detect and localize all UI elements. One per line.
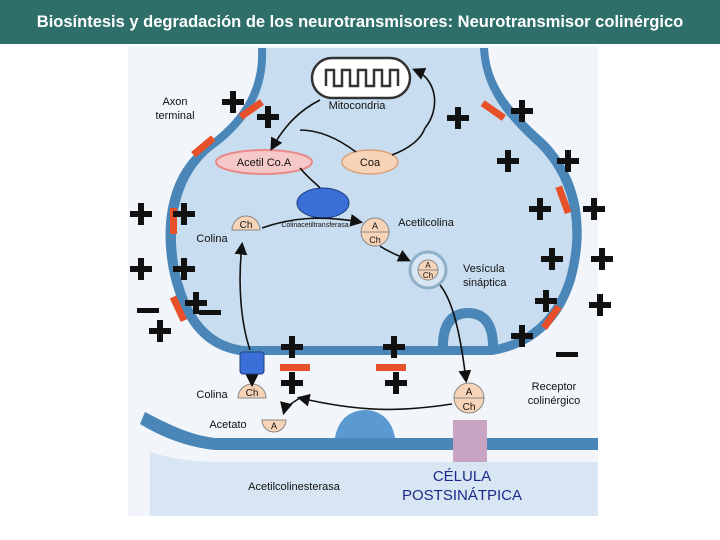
acetyl-letter-acetate: A bbox=[271, 421, 277, 431]
acetyl-letter-cleft: A bbox=[466, 387, 473, 398]
label-acetato: Acetato bbox=[209, 419, 246, 431]
acetyl-letter-vesicle: A bbox=[425, 261, 431, 270]
choline-letter-acetylcholine-top: Ch bbox=[369, 235, 381, 245]
choline-letter-bottom: Ch bbox=[246, 388, 259, 399]
synaptic-vesicle bbox=[408, 250, 448, 290]
label-colina-top: Colina bbox=[196, 233, 228, 245]
postsynaptic-receptor bbox=[453, 420, 487, 462]
acetate-molecule bbox=[261, 419, 287, 433]
ion-charge-signs bbox=[130, 91, 613, 394]
label-vesicula-line1: Vesícula bbox=[463, 263, 505, 275]
label-axon-terminal-line2: terminal bbox=[155, 110, 194, 122]
page-title: Biosíntesis y degradación de los neurotr… bbox=[0, 0, 720, 44]
label-colina-bottom: Colina bbox=[196, 389, 228, 401]
label-receptor-line2: colinérgico bbox=[528, 395, 581, 407]
acetylcholine-molecule-top bbox=[360, 217, 390, 247]
label-vesicula-line2: sináptica bbox=[463, 277, 507, 289]
acetylcholinesterase-dome bbox=[335, 410, 395, 438]
label-acetil-coa: Acetil Co.A bbox=[237, 157, 292, 169]
label-receptor-line1: Receptor bbox=[532, 381, 577, 393]
label-acetilcolinesterasa: Acetilcolinesterasa bbox=[248, 481, 341, 493]
acetyl-letter-top: A bbox=[372, 221, 378, 231]
acetylcholine-molecule-cleft bbox=[453, 382, 485, 414]
choline-letter-top: Ch bbox=[240, 220, 253, 231]
pathway-arrows bbox=[234, 67, 472, 416]
enzyme-icon bbox=[296, 187, 350, 219]
label-coa: Coa bbox=[360, 157, 381, 169]
coa-ellipse bbox=[341, 149, 399, 175]
choline-transporter bbox=[239, 351, 265, 375]
label-mitocondria: Mitocondria bbox=[329, 100, 387, 112]
acetyl-coa-ellipse bbox=[215, 149, 313, 175]
label-axon-terminal-line1: Axon bbox=[162, 96, 187, 108]
postsynaptic-cytoplasm bbox=[150, 452, 598, 516]
membrane-channels bbox=[169, 99, 572, 371]
choline-molecule-top bbox=[231, 215, 261, 231]
choline-letter-vesicle: Ch bbox=[423, 271, 433, 280]
axon-terminal-cytoplasm bbox=[175, 48, 573, 346]
vesicle-docking-site bbox=[438, 308, 498, 346]
choline-letter-cleft: Ch bbox=[463, 402, 476, 413]
label-acetilcolina: Acetilcolina bbox=[398, 217, 455, 229]
label-postsinaptica-line1: CÉLULA bbox=[433, 468, 491, 485]
mitochondria-icon bbox=[310, 56, 412, 100]
label-postsinaptica-line2: POSTSINÁTPICA bbox=[402, 487, 522, 504]
label-enzyme: Colinacetiltransferasa bbox=[281, 222, 348, 229]
